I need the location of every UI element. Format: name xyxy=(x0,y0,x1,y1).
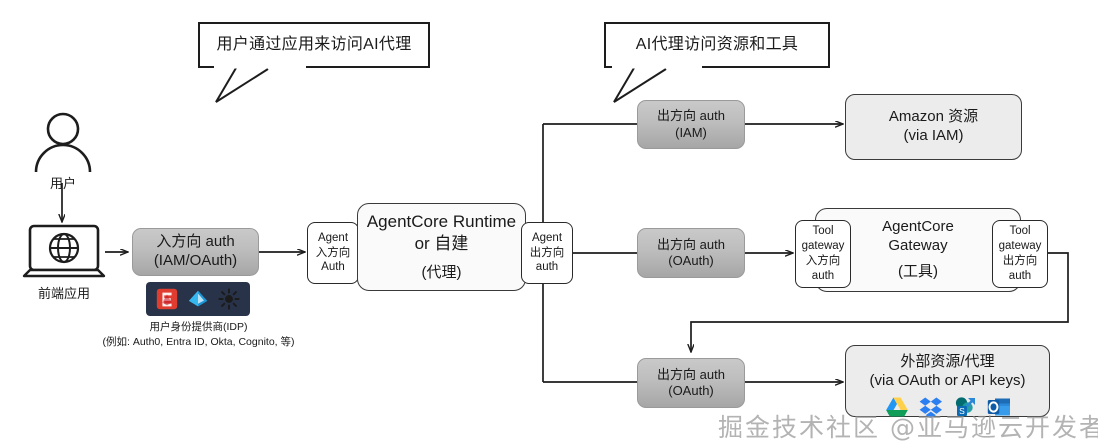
tool-gw-in-line4: auth xyxy=(811,269,835,282)
dropbox-icon xyxy=(919,397,942,418)
entra-id-icon xyxy=(188,290,208,307)
inbound-auth-line1: 入方向 auth xyxy=(156,233,235,251)
tool-gw-out-line3: 出方向 xyxy=(1002,255,1038,267)
agentcore-gateway-line1: AgentCore xyxy=(882,217,954,235)
callout-agent-flow: AI代理访问资源和工具 xyxy=(604,22,830,68)
amazon-resources-line1: Amazon 资源 xyxy=(888,108,979,126)
tool-gw-in-line1: Tool xyxy=(812,225,834,238)
external-resources-line1: 外部资源/代理 xyxy=(900,353,995,370)
callout-user-flow-text: 用户通过应用来访问AI代理 xyxy=(216,36,412,54)
tool-gw-out-line4: auth xyxy=(1008,269,1032,282)
outbound-iam-line1: 出方向 auth xyxy=(657,108,725,124)
callout-user-flow: 用户通过应用来访问AI代理 xyxy=(198,22,430,68)
frontend-app-label: 前端应用 xyxy=(37,286,90,301)
outlook-icon xyxy=(987,398,1010,415)
external-resources-line2: (via OAuth or API keys) xyxy=(869,371,1026,389)
runtime-line3: (代理) xyxy=(421,264,462,282)
user-label: 用户 xyxy=(49,176,76,191)
runtime-line2: or 自建 xyxy=(414,234,469,254)
tool-gw-out-line1: Tool xyxy=(1009,225,1031,238)
outbound-oauth-ext-line2: (OAuth) xyxy=(668,383,714,398)
external-resources-box[interactable]: 外部资源/代理 (via OAuth or API keys) xyxy=(845,345,1050,418)
outbound-oauth-ext-line1: 出方向 auth xyxy=(657,366,725,382)
inbound-auth-line2: (IAM/OAuth) xyxy=(153,252,238,269)
amazon-resources-line2: (via IAM) xyxy=(903,127,964,144)
agent-outbound-line3: auth xyxy=(535,261,559,274)
runtime-line1: AgentCore Runtime xyxy=(366,212,517,232)
outbound-auth-iam-box[interactable]: 出方向 auth (IAM) xyxy=(637,100,745,149)
agent-inbound-line1: Agent xyxy=(317,231,349,244)
agent-inbound-line2: 入方向 xyxy=(315,246,351,259)
outbound-auth-oauth-gateway-box[interactable]: 出方向 auth (OAuth) xyxy=(637,228,745,278)
agentcore-gateway-line3: (工具) xyxy=(898,263,938,281)
tool-gateway-outbound-box[interactable]: Tool gateway 出方向 auth xyxy=(992,220,1048,288)
outbound-oauth-gw-line2: (OAuth) xyxy=(668,253,714,268)
tool-gw-in-line3: 入方向 xyxy=(805,255,841,267)
watermark-text: 掘金技术社区 @亚马逊云开发者 xyxy=(718,413,1098,442)
tool-gw-in-line2: gateway xyxy=(801,240,845,253)
agent-outbound-line1: Agent xyxy=(531,231,563,244)
tool-gateway-inbound-box[interactable]: Tool gateway 入方向 auth xyxy=(795,220,851,288)
idp-caption: 用户身份提供商(IDP) (例如: Auth0, Entra ID, Okta,… xyxy=(86,320,311,350)
agent-inbound-line3: Auth xyxy=(321,261,345,274)
user-icon xyxy=(34,112,92,173)
idp-provider-strip xyxy=(146,282,250,316)
google-drive-icon xyxy=(885,397,908,416)
frontend-app-icon xyxy=(22,224,106,278)
idp-caption-line2: (例如: Auth0, Entra ID, Okta, Cognito, 等) xyxy=(102,336,295,349)
tool-gw-out-line2: gateway xyxy=(998,240,1042,253)
agentcore-runtime-box[interactable]: AgentCore Runtime or 自建 (代理) xyxy=(357,203,526,291)
svg-text:S: S xyxy=(959,406,965,416)
inbound-auth-box[interactable]: 入方向 auth (IAM/OAuth) xyxy=(132,228,259,276)
idp-caption-line1: 用户身份提供商(IDP) xyxy=(149,321,248,333)
outbound-auth-oauth-external-box[interactable]: 出方向 auth (OAuth) xyxy=(637,358,745,408)
agent-inbound-auth-box[interactable]: Agent 入方向 Auth xyxy=(307,222,359,284)
auth0-icon xyxy=(157,288,178,310)
agent-outbound-auth-box[interactable]: Agent 出方向 auth xyxy=(521,222,573,284)
agent-outbound-line2: 出方向 xyxy=(529,246,565,259)
okta-icon xyxy=(218,288,240,310)
sharepoint-icon: S xyxy=(955,396,975,416)
agentcore-gateway-line2: Gateway xyxy=(888,236,948,254)
outbound-iam-line2: (IAM) xyxy=(675,124,707,140)
callout-agent-flow-text: AI代理访问资源和工具 xyxy=(635,36,799,54)
outbound-oauth-gw-line1: 出方向 auth xyxy=(657,236,725,252)
amazon-resources-box[interactable]: Amazon 资源 (via IAM) xyxy=(845,94,1022,160)
external-service-icons: S xyxy=(885,396,1011,418)
